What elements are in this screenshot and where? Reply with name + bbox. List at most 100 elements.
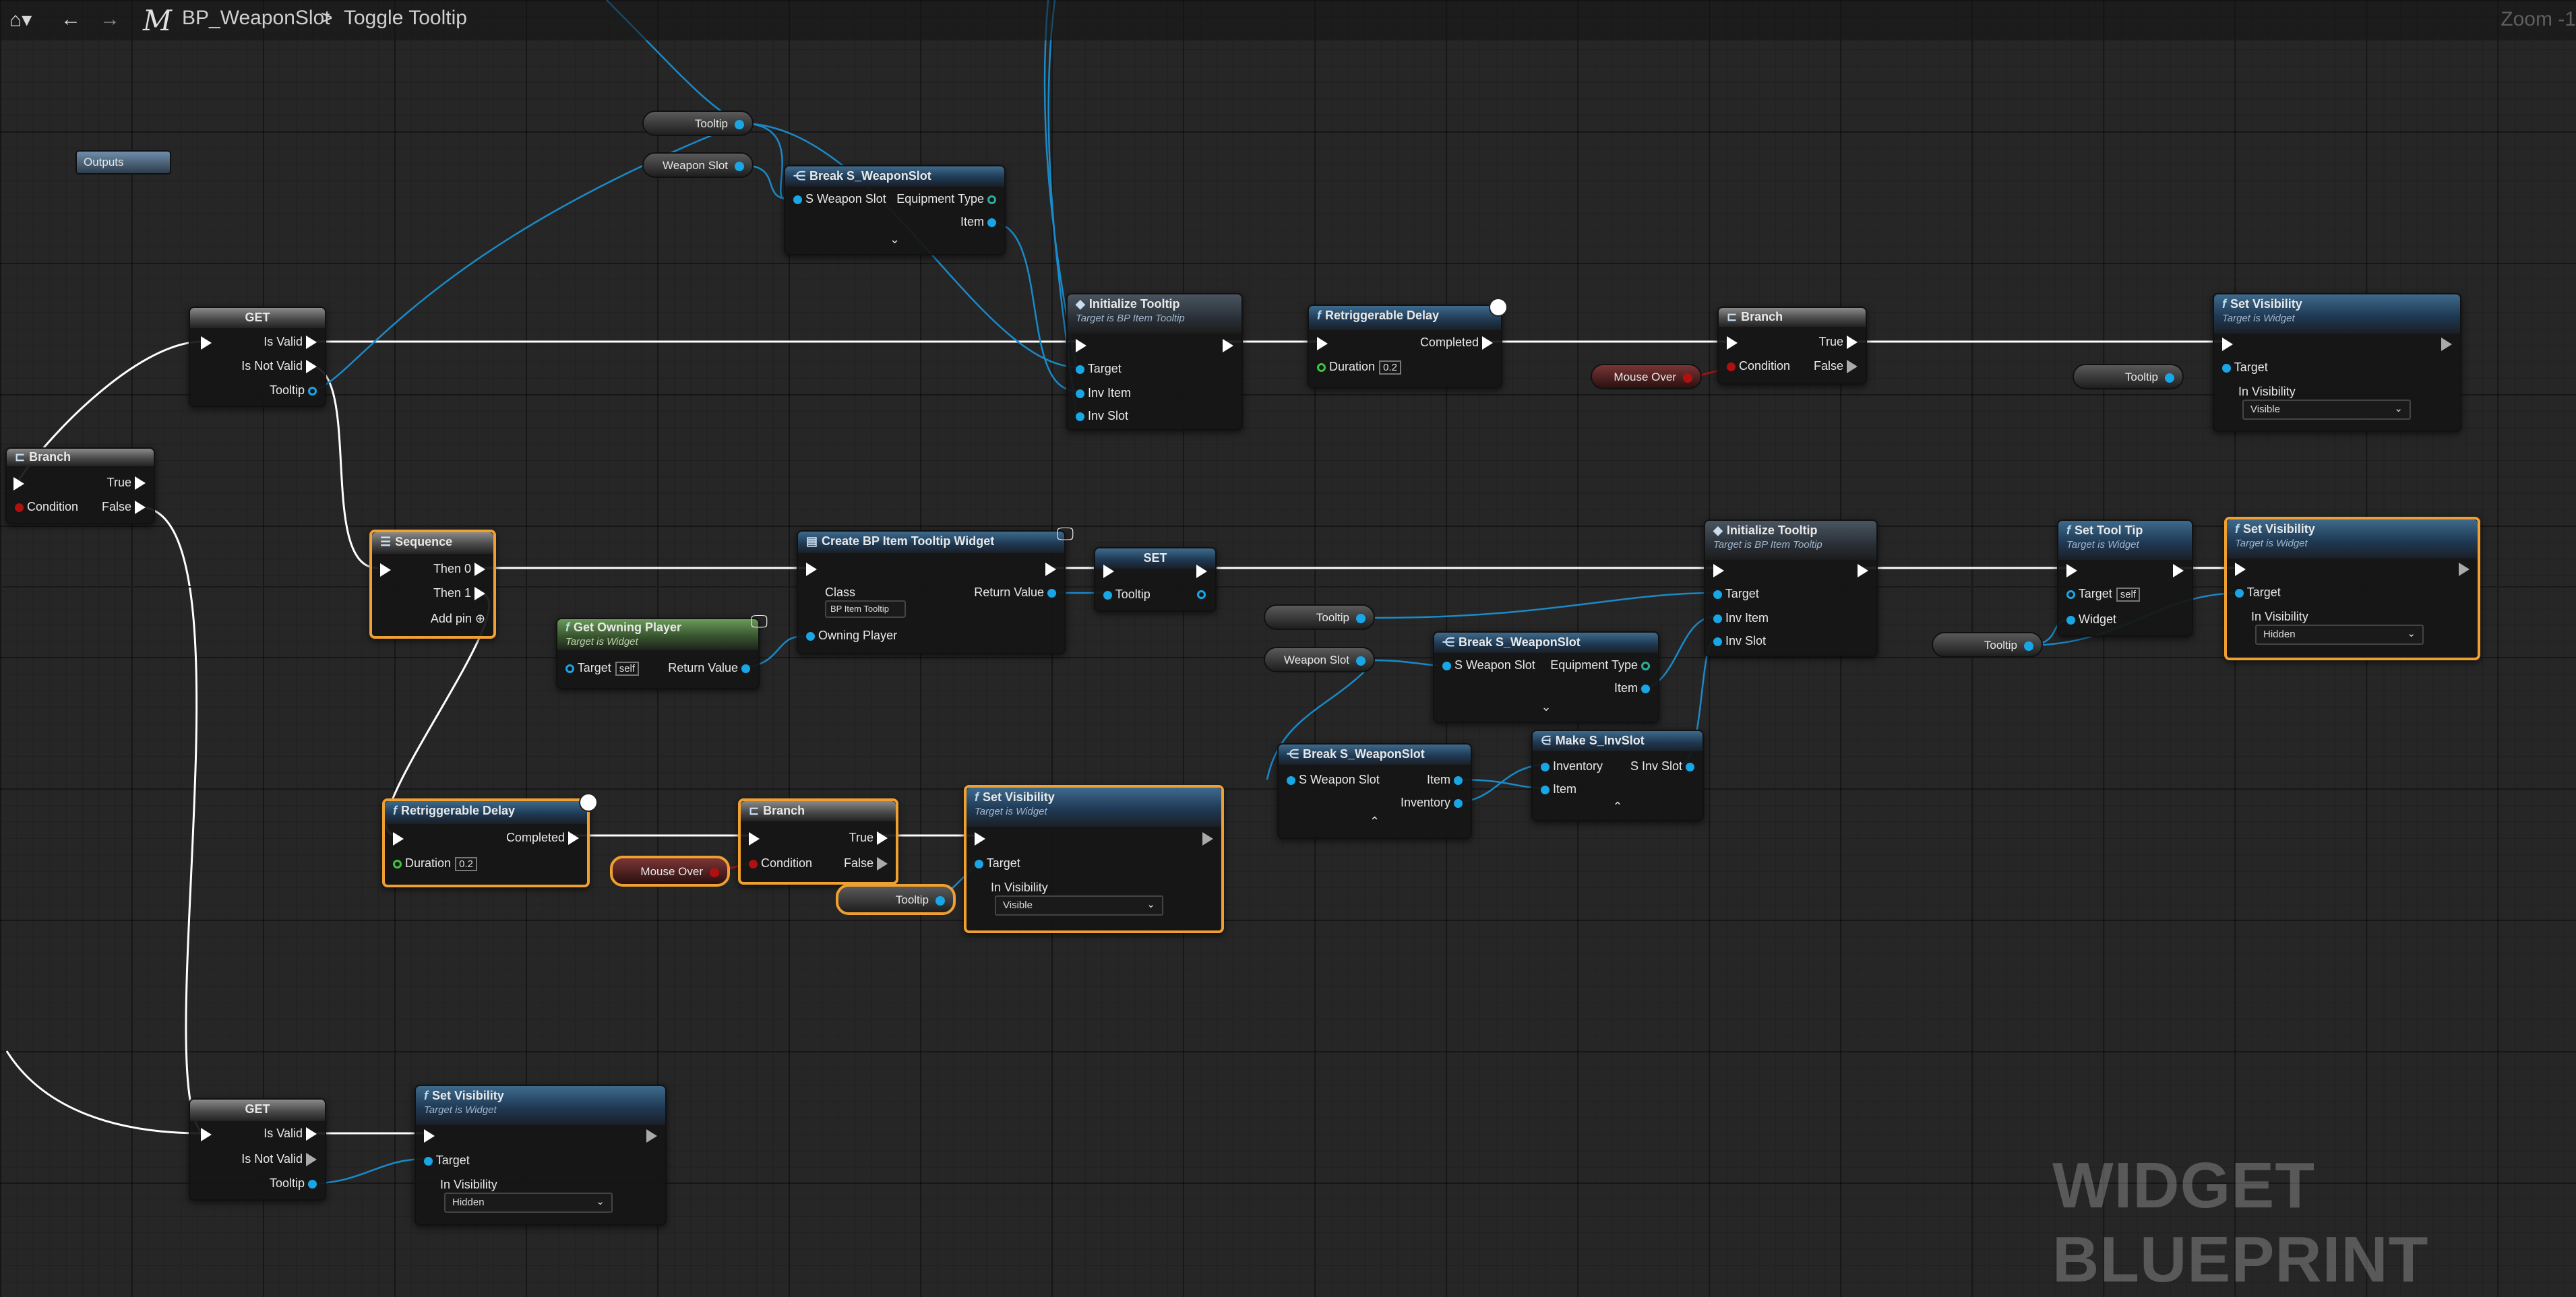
pin-dot[interactable] (1356, 656, 1366, 666)
pin-true[interactable]: True (849, 831, 888, 845)
tooltip-getter-low[interactable]: Tooltip (836, 884, 956, 915)
weapon-slot-getter[interactable]: Weapon Slot (642, 152, 754, 178)
class-picker[interactable]: BP Item Tooltip (825, 600, 906, 618)
pin-is-not-valid[interactable]: Is Not Valid (241, 359, 317, 373)
pin-dot[interactable] (735, 120, 744, 129)
exec-out-pin[interactable] (2459, 563, 2470, 576)
pin-target[interactable]: Targetself (2066, 587, 2140, 602)
pin-dot[interactable] (936, 896, 945, 906)
pin-inventory[interactable]: Inventory (1541, 759, 1603, 773)
chevron-up-icon[interactable]: ⌃ (1370, 815, 1380, 829)
exec-in-pin[interactable] (2222, 338, 2233, 351)
set-visibility-node-low[interactable]: fSet VisibilityTarget is Widget Target I… (964, 785, 1224, 933)
pin-completed[interactable]: Completed (1420, 336, 1493, 350)
exec-in-pin[interactable] (1103, 565, 1114, 578)
bookmark-icon[interactable]: ⌂▾ (9, 8, 32, 32)
set-tool-tip-node[interactable]: fSet Tool TipTarget is Widget Targetself… (2057, 519, 2193, 637)
exec-out-pin[interactable] (2441, 338, 2452, 351)
validated-get-node-top[interactable]: GET Is Valid Is Not Valid Tooltip (189, 307, 326, 407)
sequence-node[interactable]: ☰Sequence Then 0 Then 1 Add pin ⊕ (369, 530, 496, 639)
visibility-dropdown[interactable]: Hidden⌄ (444, 1193, 613, 1213)
pin-inv-slot[interactable]: Inv Slot (1713, 634, 1766, 648)
retriggerable-delay-node-low[interactable]: fRetriggerable Delay Completed Duration0… (382, 798, 590, 887)
pin-tooltip[interactable]: Tooltip (270, 1176, 317, 1191)
chevron-down-icon[interactable]: ⌄ (890, 232, 900, 247)
exec-in-pin[interactable] (393, 832, 404, 846)
pin-true[interactable]: True (1819, 335, 1858, 349)
duration-value-field[interactable]: 0.2 (455, 857, 477, 871)
break-weaponslot-node-top[interactable]: ⋲Break S_WeaponSlot S Weapon Slot Equipm… (784, 165, 1006, 255)
initialize-tooltip-node-mid[interactable]: ◆Initialize TooltipTarget is BP Item Too… (1704, 519, 1878, 657)
pin-target[interactable]: Target (2235, 586, 2281, 600)
pin-true[interactable]: True (107, 476, 146, 490)
pin-target[interactable]: Target (1713, 587, 1759, 601)
pin-condition[interactable]: Condition (749, 856, 812, 871)
tooltip-getter[interactable]: Tooltip (642, 110, 754, 136)
pin-tooltip[interactable]: Tooltip (1103, 588, 1151, 602)
pin-target[interactable]: Target (424, 1153, 470, 1168)
pin-s-inv-slot[interactable]: S Inv Slot (1630, 759, 1694, 773)
outputs-node[interactable]: Outputs (75, 150, 171, 175)
exec-in-pin[interactable] (380, 563, 391, 577)
pin-item[interactable]: Item (1427, 773, 1463, 787)
pin-condition[interactable]: Condition (15, 500, 78, 514)
pin-inv-item[interactable]: Inv Item (1713, 611, 1769, 625)
pin-is-valid[interactable]: Is Valid (264, 335, 317, 349)
exec-in-pin[interactable] (1317, 337, 1328, 350)
exec-in-pin[interactable] (201, 336, 212, 350)
break-weaponslot-node-low[interactable]: ⋲Break S_WeaponSlot S Weapon Slot Item I… (1277, 743, 1472, 839)
break-weaponslot-node-mid[interactable]: ⋲Break S_WeaponSlot S Weapon Slot Equipm… (1433, 631, 1659, 723)
tooltip-getter-mid[interactable]: Tooltip (1264, 604, 1375, 630)
set-visibility-node-mid[interactable]: fSet VisibilityTarget is Widget Target I… (2224, 517, 2480, 660)
pin-dot[interactable] (1356, 614, 1366, 623)
pin-duration[interactable]: Duration0.2 (1317, 360, 1401, 375)
exec-in-pin[interactable] (2235, 563, 2246, 576)
exec-in-pin[interactable] (1076, 339, 1086, 352)
pin-owning-player[interactable]: Owning Player (806, 629, 897, 643)
create-widget-node[interactable]: ▤Create BP Item Tooltip Widget 🖵 Class B… (797, 530, 1066, 654)
pin-inventory[interactable]: Inventory (1401, 796, 1463, 810)
chevron-up-icon[interactable]: ⌃ (1612, 800, 1622, 814)
pin-target[interactable]: Target (1076, 362, 1122, 376)
tooltip-getter-right[interactable]: Tooltip (1932, 632, 2043, 658)
pin-completed[interactable]: Completed (506, 831, 579, 845)
pin-condition[interactable]: Condition (1727, 359, 1790, 373)
tooltip-getter-top-right[interactable]: Tooltip (2073, 364, 2184, 389)
pin-false[interactable]: False (102, 500, 146, 514)
forward-arrow-icon[interactable]: → (100, 8, 120, 31)
visibility-dropdown[interactable]: Hidden⌄ (2255, 625, 2424, 645)
exec-in-pin[interactable] (1727, 336, 1738, 350)
visibility-dropdown[interactable]: Visible⌄ (995, 895, 1163, 916)
pin-return-value[interactable]: Return Value (668, 661, 750, 675)
pin-then-1[interactable]: Then 1 (433, 586, 485, 600)
weapon-slot-getter-mid[interactable]: Weapon Slot (1264, 647, 1375, 672)
mouse-over-getter-low[interactable]: Mouse Over (610, 856, 730, 887)
set-visibility-node-top[interactable]: fSet VisibilityTarget is Widget Target I… (2213, 293, 2461, 432)
retriggerable-delay-node-top[interactable]: fRetriggerable Delay Completed Duration0… (1308, 305, 1502, 388)
pin-equipment-type[interactable]: Equipment Type (1550, 658, 1650, 672)
exec-in-pin[interactable] (1713, 564, 1724, 577)
breadcrumb-current[interactable]: Toggle Tooltip (344, 7, 467, 30)
pin-return-value[interactable]: Return Value (974, 586, 1056, 600)
branch-node-top[interactable]: ⊏Branch True Condition False (1717, 307, 1867, 385)
pin-inv-slot[interactable]: Inv Slot (1076, 409, 1128, 423)
pin-s-weapon-slot[interactable]: S Weapon Slot (793, 192, 886, 206)
pin-item[interactable]: Item (960, 215, 996, 229)
exec-out-pin[interactable] (1045, 563, 1056, 576)
pin-target[interactable]: Target (2222, 360, 2268, 375)
exec-out-pin[interactable] (1223, 339, 1233, 352)
exec-in-pin[interactable] (13, 477, 24, 491)
pin-tooltip[interactable]: Tooltip (270, 383, 317, 398)
add-pin-button[interactable]: Add pin ⊕ (431, 612, 485, 626)
pin-dot[interactable] (1197, 590, 1206, 599)
visibility-dropdown[interactable]: Visible⌄ (2242, 400, 2411, 420)
pin-is-valid[interactable]: Is Valid (264, 1127, 317, 1141)
pin-s-weapon-slot[interactable]: S Weapon Slot (1287, 773, 1380, 787)
pin-s-weapon-slot[interactable]: S Weapon Slot (1442, 658, 1535, 672)
pin-equipment-type[interactable]: Equipment Type (896, 192, 996, 206)
pin-false[interactable]: False (844, 856, 888, 871)
pin-dot[interactable] (710, 868, 719, 877)
make-invslot-node[interactable]: ⋳Make S_InvSlot Inventory S Inv Slot Ite… (1531, 730, 1704, 821)
breadcrumb-root[interactable]: BP_WeaponSlot (182, 7, 330, 30)
exec-in-pin[interactable] (2066, 564, 2077, 577)
